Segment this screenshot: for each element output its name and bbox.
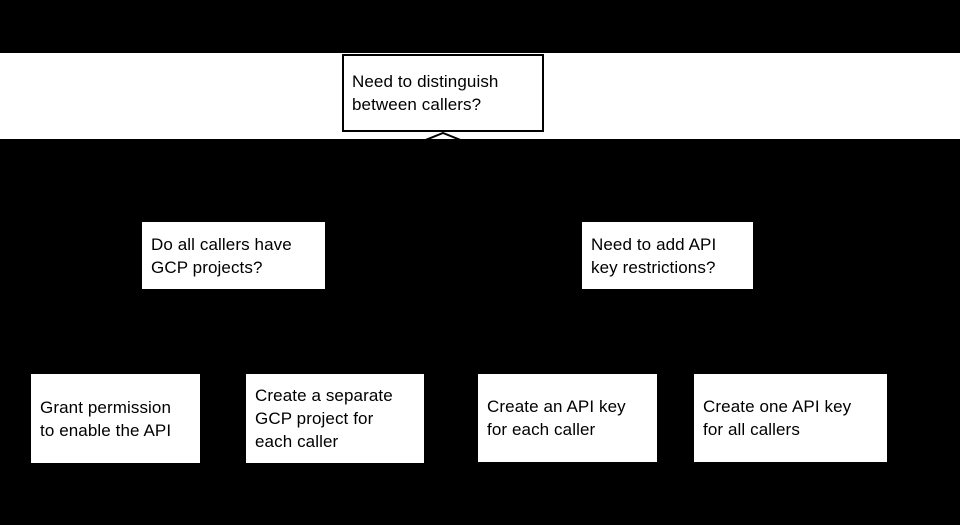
outcome-box-grant-permission: Grant permission to enable the API [31,374,200,463]
outcome-box-separate-gcp-project: Create a separate GCP project for each c… [246,374,424,463]
decision-box-distinguish-callers: Need to distinguish between callers? [342,54,544,132]
decision-box-api-key-restrictions-label: Need to add API key restrictions? [591,234,717,277]
decision-box-api-key-restrictions: Need to add API key restrictions? [582,222,753,289]
outcome-box-one-api-key-all-callers-label: Create one API key for all callers [703,397,852,439]
decision-box-distinguish-callers-label: Need to distinguish between callers? [352,72,499,114]
white-band: Need to distinguish between callers? [0,53,960,139]
outcome-box-api-key-each-caller-label: Create an API key for each caller [487,397,626,439]
outcome-box-api-key-each-caller: Create an API key for each caller [478,374,657,462]
outcome-box-one-api-key-all-callers: Create one API key for all callers [694,374,887,462]
decision-box-gcp-projects: Do all callers have GCP projects? [142,222,325,289]
outcome-box-separate-gcp-project-label: Create a separate GCP project for each c… [255,386,393,451]
branch-connector-icon [425,132,461,139]
outcome-box-grant-permission-label: Grant permission to enable the API [40,397,172,440]
decision-box-gcp-projects-label: Do all callers have GCP projects? [151,234,292,277]
